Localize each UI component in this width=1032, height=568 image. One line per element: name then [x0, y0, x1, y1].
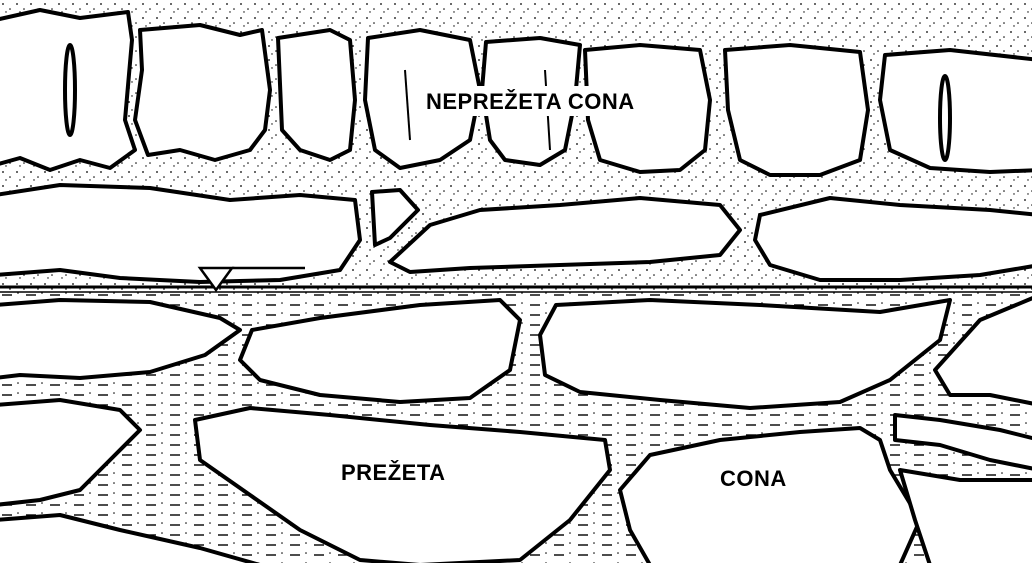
saturated-zone-label-part1: PREŽETA [341, 460, 446, 486]
unsaturated-zone-label: NEPREŽETA CONA [426, 89, 635, 115]
saturated-zone-label-part2: CONA [720, 466, 787, 492]
